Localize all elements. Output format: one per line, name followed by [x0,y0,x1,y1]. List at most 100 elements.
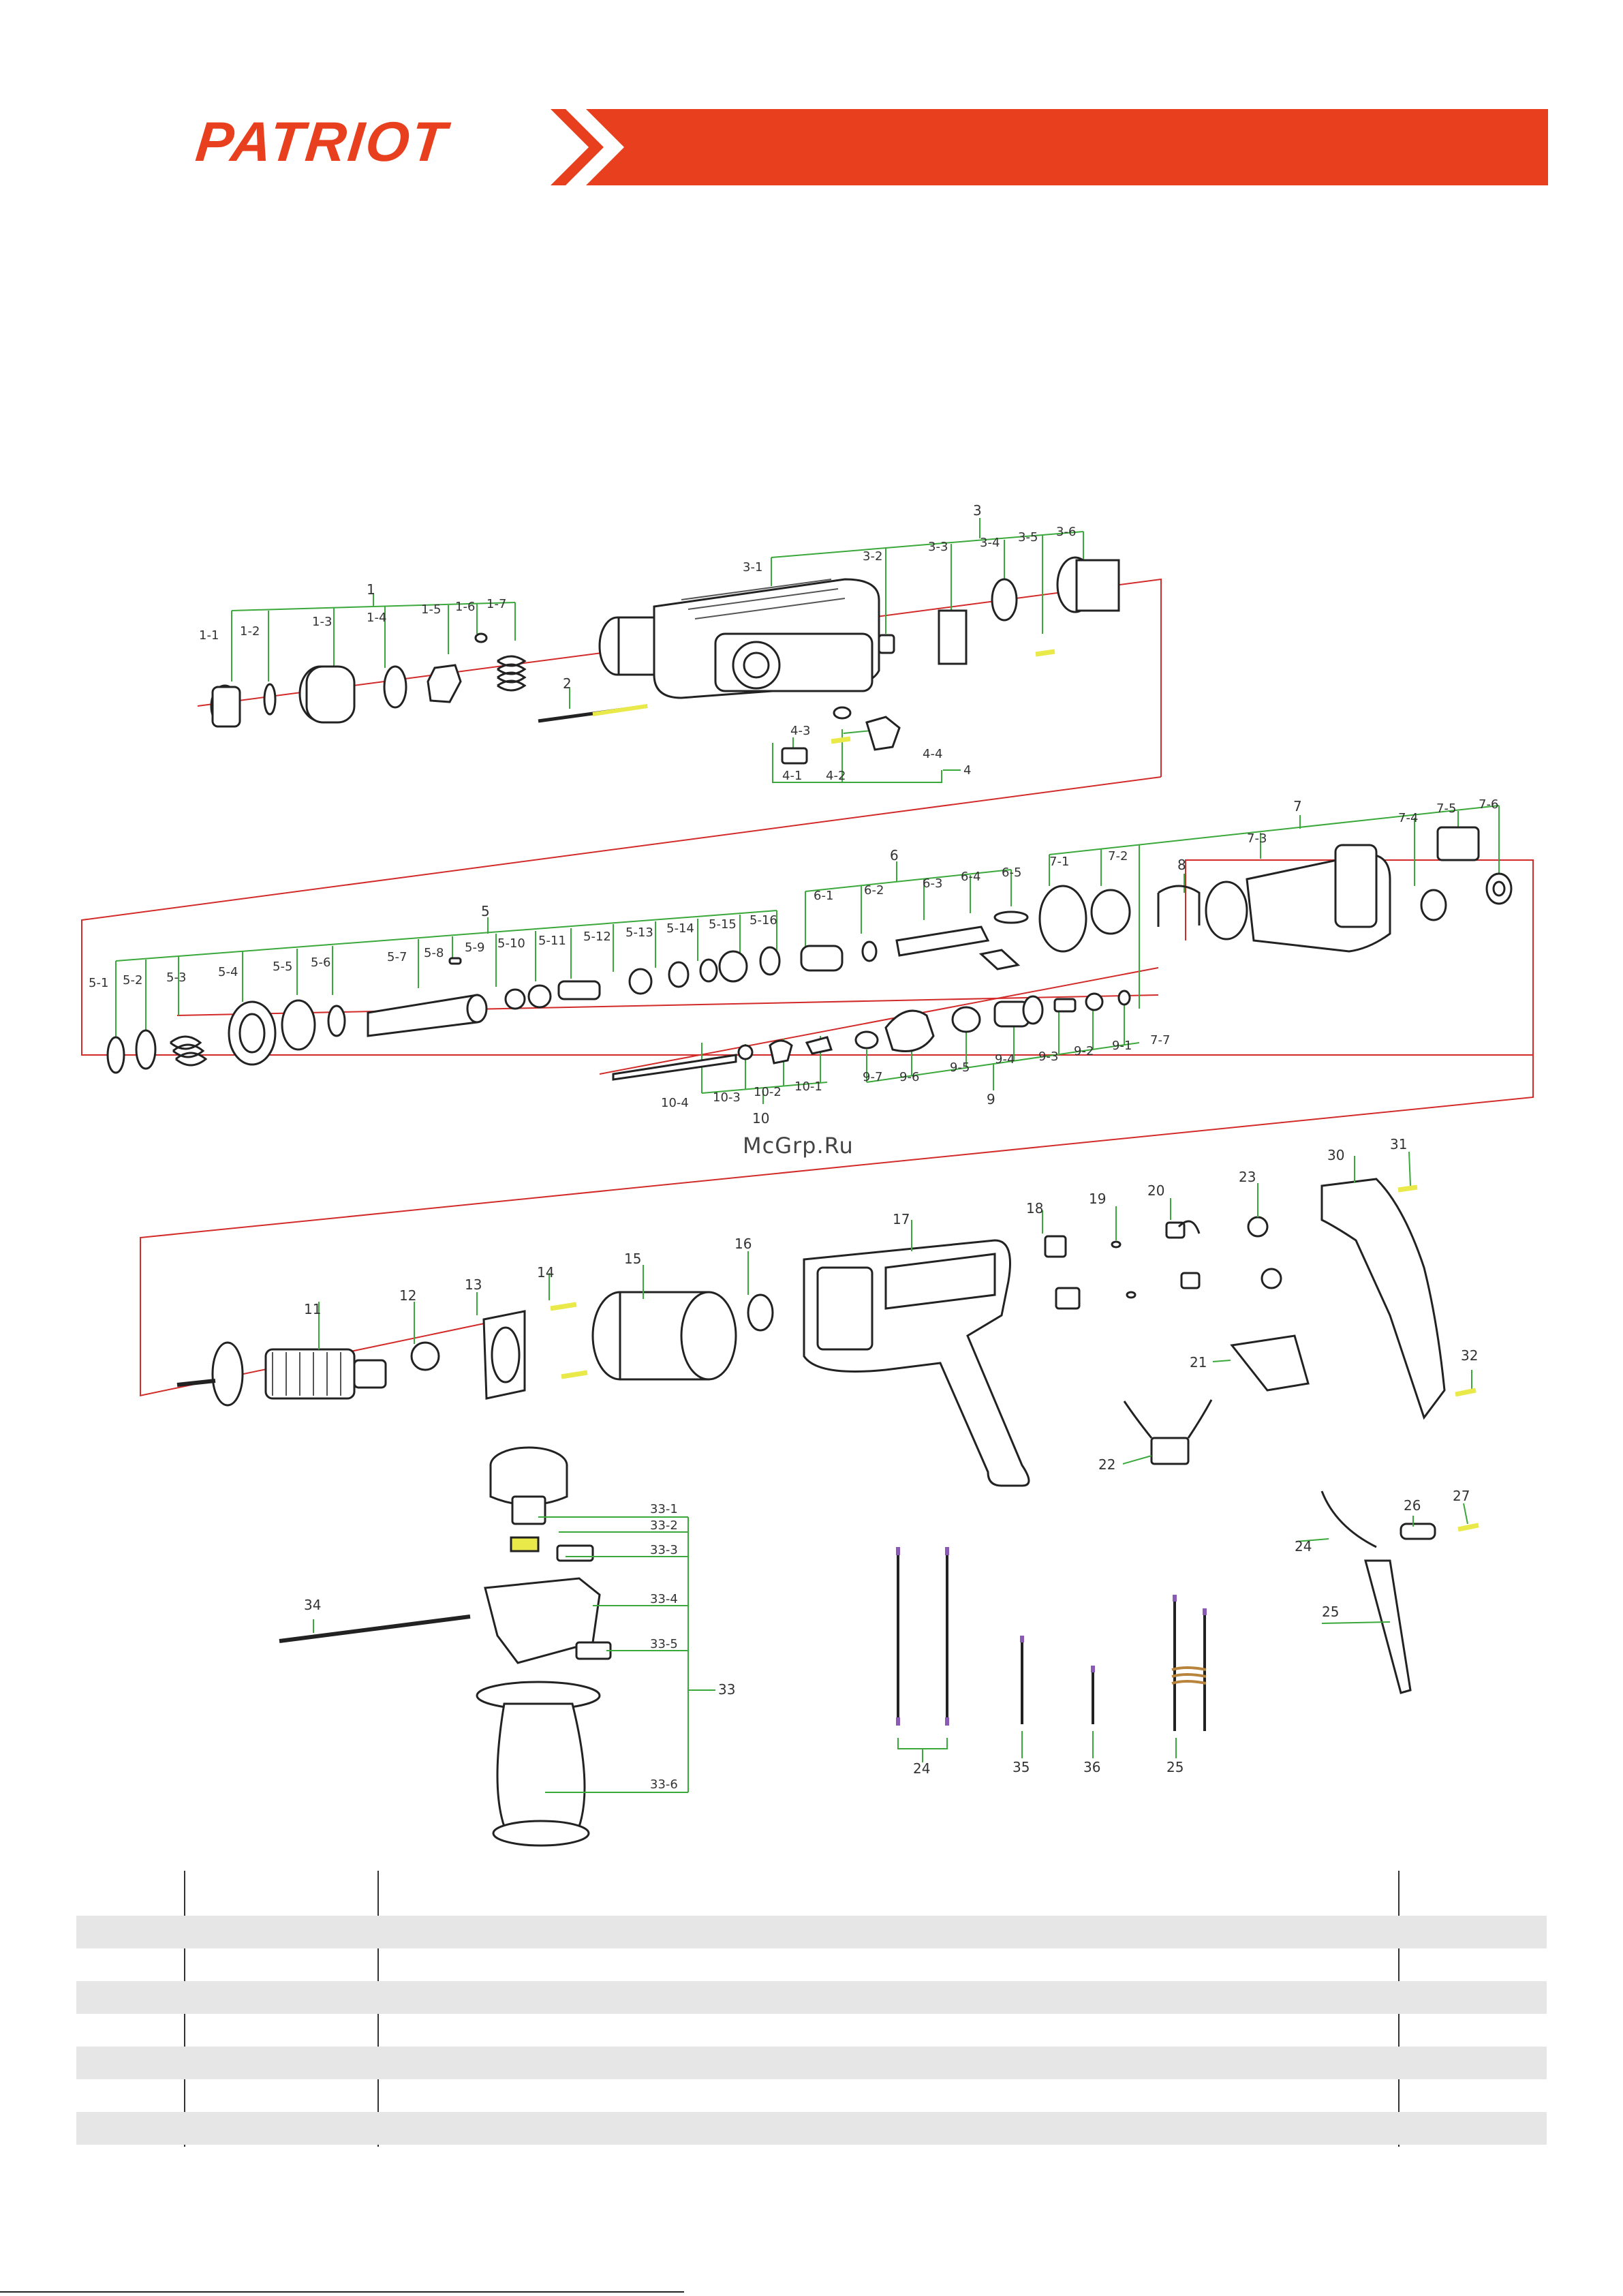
label-33-1: 33-1 [650,1502,678,1516]
label-1-6: 1-6 [455,600,475,614]
label-9-3: 9-3 [1038,1050,1058,1064]
label-1-3: 1-3 [312,615,332,629]
label-3-3: 3-3 [928,540,948,554]
label-5-3: 5-3 [166,970,186,985]
label-35: 35 [1013,1759,1030,1775]
table-row [76,2047,1547,2079]
label-group-7: 7 [1293,798,1302,814]
label-8: 8 [1177,857,1186,873]
label-34: 34 [304,1597,321,1613]
label-5-13: 5-13 [625,925,653,940]
label-group-5: 5 [481,903,490,919]
table-row [76,2014,1547,2047]
label-20: 20 [1147,1182,1164,1199]
footer-rule [0,2291,684,2293]
side-handle-parts [476,1446,612,1847]
label-5-8: 5-8 [424,946,444,960]
label-9-6: 9-6 [899,1070,919,1084]
label-group-6: 6 [890,847,899,863]
table-row [76,1981,1547,2014]
gearbox-housing [598,578,880,699]
nose-parts [210,632,527,728]
motor-housing-front [1038,826,1513,953]
label-5-11: 5-11 [538,934,566,948]
label-5-9: 5-9 [465,940,484,955]
label-5-1: 5-1 [89,976,108,990]
label-11: 11 [304,1301,321,1317]
label-7-3: 7-3 [1247,831,1267,846]
label-30: 30 [1327,1147,1344,1163]
label-31: 31 [1390,1136,1407,1152]
label-10-3: 10-3 [713,1090,741,1105]
label-6-2: 6-2 [864,883,884,898]
label-33-5: 33-5 [650,1637,678,1651]
label-15: 15 [624,1251,641,1267]
label-group-4: 4 [963,763,971,778]
label-5-2: 5-2 [123,973,142,988]
label-9-7: 9-7 [863,1070,882,1084]
label-3-4: 3-4 [980,536,1000,550]
label-3-6: 3-6 [1056,525,1076,539]
label-27: 25 [1322,1604,1339,1620]
label-33-3: 33-3 [650,1543,678,1557]
label-33-4: 33-4 [650,1592,678,1606]
spindle-parts [106,946,781,1074]
label-21: 21 [1190,1354,1207,1371]
label-7-2: 7-2 [1108,849,1128,863]
label-5-6: 5-6 [311,955,330,970]
label-group-1: 1 [367,581,375,598]
label-7-7: 7-7 [1150,1033,1170,1047]
table-row [76,1916,1547,1948]
label-10-2: 10-2 [754,1085,782,1099]
label-25-visible: 25 [1166,1759,1184,1775]
label-6-5: 6-5 [1002,866,1021,880]
main-housing [803,1239,1030,1487]
label-7-6: 7-6 [1479,797,1498,812]
label-4-1: 4-1 [782,769,802,783]
page-header: PATRIOT [0,0,1623,204]
label-10-1: 10-1 [794,1080,822,1094]
group-6-callout [805,861,1012,946]
label-5-7: 5-7 [387,950,407,964]
label-12: 12 [399,1287,416,1304]
label-14: 14 [537,1264,554,1281]
table-row [76,2112,1547,2145]
exploded-parts-diagram: 1 1-1 1-2 1-3 1-4 1-5 1-6 1-7 2 [81,502,1534,1847]
label-9-4: 9-4 [995,1052,1015,1067]
watermark: McGrp.Ru [743,1133,854,1159]
label-3-2: 3-2 [863,549,882,564]
label-2: 2 [563,675,572,692]
label-13: 13 [465,1276,482,1293]
label-6-1: 6-1 [814,889,833,903]
label-1-2: 1-2 [240,624,260,639]
header-arrow-banner [551,109,1548,185]
label-group-3: 3 [973,502,982,519]
stator [591,1291,737,1381]
label-5-15: 5-15 [709,917,737,932]
label-1-4: 1-4 [367,611,386,625]
label-5-5: 5-5 [273,960,292,974]
label-18: 18 [1026,1200,1043,1216]
label-29: 27 [1453,1488,1470,1504]
label-7-5: 7-5 [1436,801,1456,816]
label-26: 24 [1295,1538,1312,1555]
label-19: 19 [1089,1191,1106,1207]
label-1-1: 1-1 [199,628,219,643]
label-16: 16 [735,1236,752,1252]
label-10-4: 10-4 [661,1096,689,1110]
label-4-3: 4-3 [790,724,810,738]
label-28: 26 [1404,1497,1421,1514]
label-23: 23 [1239,1169,1256,1185]
label-4-4: 4-4 [923,747,942,761]
label-6-3: 6-3 [923,876,942,891]
label-5-4: 5-4 [218,965,238,979]
label-17: 17 [893,1211,910,1227]
rear-handle [1320,1178,1446,1420]
label-6-4: 6-4 [961,870,980,884]
group-33-callout [538,1516,715,1793]
table-row [76,1948,1547,1981]
label-1-5: 1-5 [421,602,441,617]
label-3-1: 3-1 [743,560,762,575]
label-7-1: 7-1 [1049,855,1069,869]
label-group-9: 9 [987,1091,995,1107]
